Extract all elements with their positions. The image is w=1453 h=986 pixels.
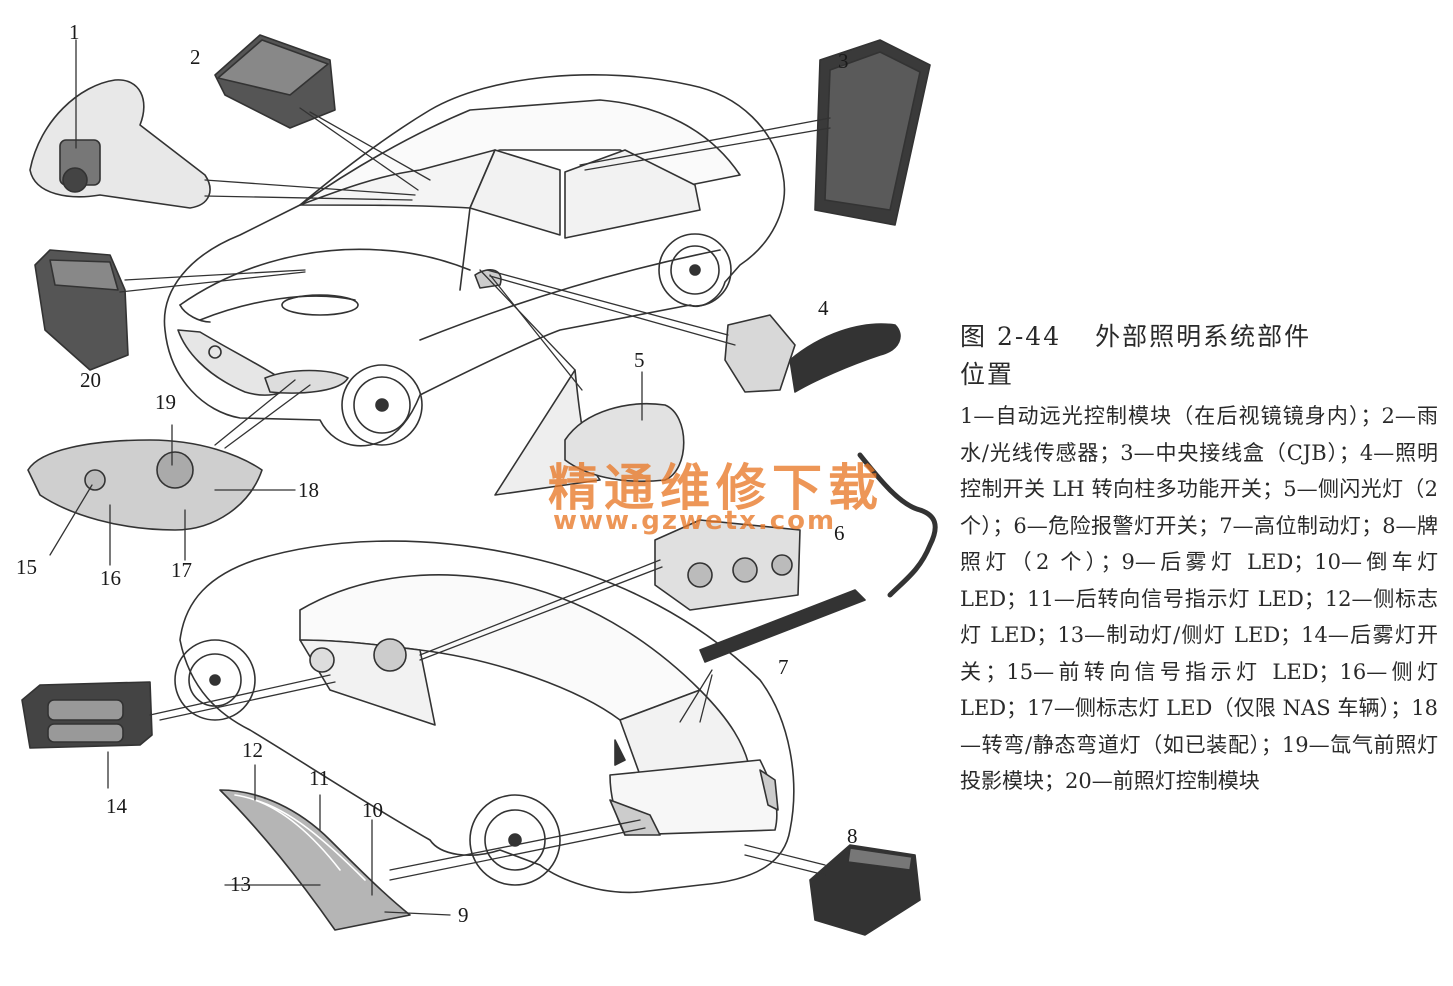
watermark-url: www.gzwetx.com xyxy=(553,506,837,536)
component-1-mirror-camera xyxy=(29,79,211,209)
leader-lines xyxy=(49,39,831,916)
callout-3: 3 xyxy=(838,49,849,73)
component-4-lighting-control-switch xyxy=(724,314,901,393)
callout-10: 10 xyxy=(362,798,383,822)
watermark-text: 精通维修下载 xyxy=(548,459,884,517)
figure-title-line2: 位置 xyxy=(960,360,1015,389)
callout-5: 5 xyxy=(634,348,645,372)
component-6-hazard-switch xyxy=(654,519,801,611)
callout-14: 14 xyxy=(106,794,127,818)
component-14-rear-fog-switch xyxy=(21,681,153,749)
component-3-central-junction-box xyxy=(814,39,931,226)
figure-number: 图 2-44 xyxy=(960,322,1062,351)
callout-13: 13 xyxy=(230,872,251,896)
callout-16: 16 xyxy=(100,566,121,590)
component-20-headlamp-control-module xyxy=(34,249,129,371)
legend-text: 1—自动远光控制模块（在后视镜镜身内）；2—雨水/光线传感器；3—中央接线盒（C… xyxy=(960,404,1438,793)
component-9-13-rear-lamp-cluster xyxy=(219,789,411,931)
figure-title: 图 2-44 外部照明系统部件 位置 xyxy=(960,318,1438,394)
callout-4: 4 xyxy=(818,296,829,320)
callout-20: 20 xyxy=(80,368,101,392)
figure-caption: 图 2-44 外部照明系统部件 位置 1—自动远光控制模块（在后视镜镜身内）；2—… xyxy=(960,318,1438,800)
callout-7: 7 xyxy=(778,655,789,679)
callout-11: 11 xyxy=(309,766,330,790)
callout-8: 8 xyxy=(847,824,858,848)
component-7-high-mount-stop-lamp xyxy=(699,452,938,663)
callout-1: 1 xyxy=(69,20,80,44)
callout-9: 9 xyxy=(458,903,469,927)
callout-19: 19 xyxy=(155,390,176,414)
callout-2: 2 xyxy=(190,45,201,69)
component-2-rain-light-sensor xyxy=(214,34,336,129)
component-5-side-repeater xyxy=(494,369,685,496)
callout-18: 18 xyxy=(298,478,319,502)
callout-12: 12 xyxy=(242,738,263,762)
callout-15: 15 xyxy=(16,555,37,579)
figure-title-line1: 外部照明系统部件 xyxy=(1095,322,1312,351)
front-car-illustration xyxy=(163,74,786,447)
component-15-19-headlamp-assembly xyxy=(27,439,263,531)
rear-car-illustration xyxy=(174,540,795,894)
component-8-licence-plate-lamp xyxy=(809,844,921,936)
callout-17: 17 xyxy=(171,558,192,582)
callout-6: 6 xyxy=(834,521,845,545)
